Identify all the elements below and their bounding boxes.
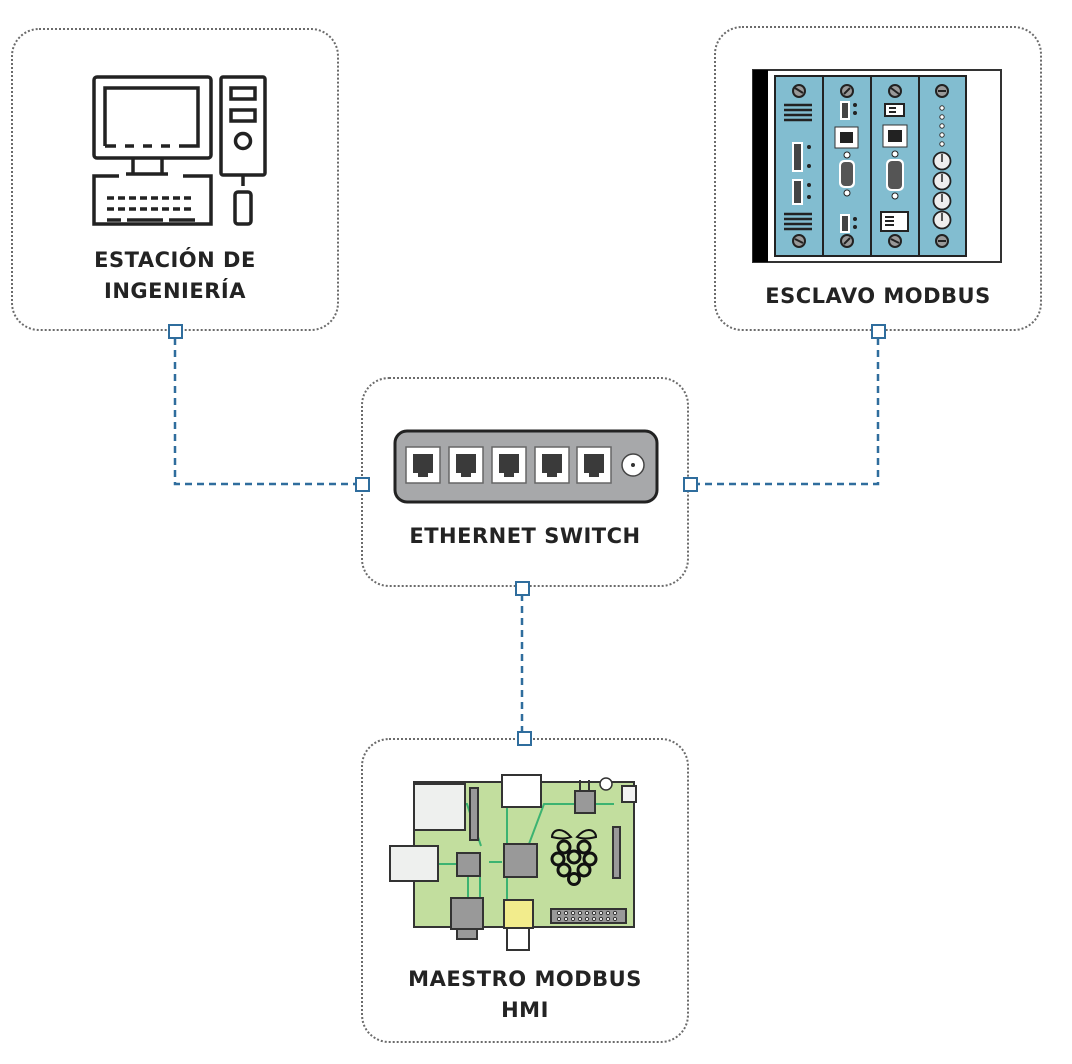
node-engineering-station[interactable]: ESTACIÓN DE INGENIERÍA	[11, 28, 339, 331]
link-slave-to-switch	[690, 338, 880, 486]
plc-rack-icon	[752, 69, 1002, 263]
port-slave-bottom[interactable]	[871, 324, 886, 339]
port-engineering-bottom[interactable]	[168, 324, 183, 339]
node-ethernet-switch[interactable]: ETHERNET SWITCH	[361, 377, 689, 587]
label-line: INGENIERÍA	[104, 279, 246, 303]
link-engineering-to-switch	[173, 338, 362, 486]
raspberry-logo-icon	[550, 829, 598, 886]
port-switch-bottom[interactable]	[515, 581, 530, 596]
desktop-computer-icon	[92, 75, 267, 226]
port-switch-right[interactable]	[683, 477, 698, 492]
network-switch-icon	[393, 429, 659, 504]
port-hmi-top[interactable]	[517, 731, 532, 746]
node-label: ESTACIÓN DE INGENIERÍA	[13, 245, 337, 307]
label-line: ESCLAVO MODBUS	[765, 284, 991, 308]
node-label: MAESTRO MODBUS HMI	[363, 964, 687, 1026]
label-line: ETHERNET SWITCH	[409, 524, 641, 548]
label-line: HMI	[501, 998, 549, 1022]
node-label: ESCLAVO MODBUS	[716, 281, 1040, 312]
port-switch-left[interactable]	[355, 477, 370, 492]
label-line: MAESTRO MODBUS	[408, 967, 642, 991]
label-line: ESTACIÓN DE	[94, 248, 256, 272]
raspberry-pi-board-icon	[389, 774, 637, 951]
node-label: ETHERNET SWITCH	[363, 521, 687, 552]
node-modbus-slave[interactable]: ESCLAVO MODBUS	[714, 26, 1042, 331]
